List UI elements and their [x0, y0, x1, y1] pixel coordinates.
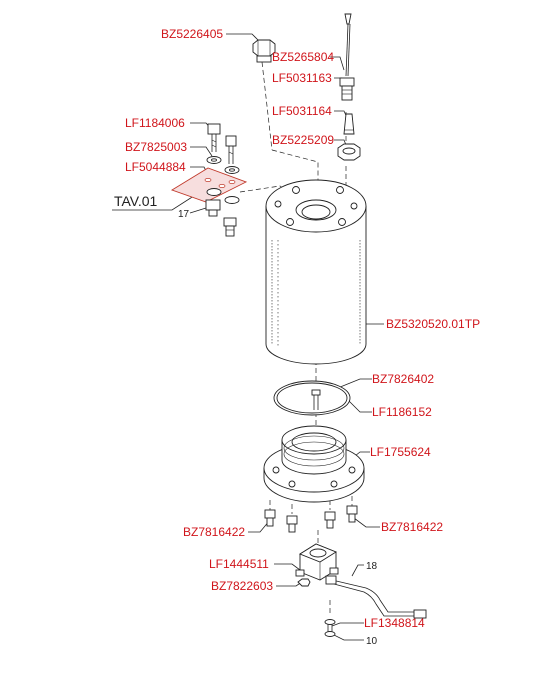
label-bz7825003: BZ7825003 — [125, 140, 187, 154]
cone-lf5031164 — [343, 113, 355, 135]
label-lf5031164: LF5031164 — [272, 104, 332, 118]
label-lf5031163: LF5031163 — [272, 71, 332, 85]
base-lf1755624 — [263, 425, 365, 503]
bolt-lf1184006 — [207, 123, 221, 152]
screw-lf1348814 — [324, 619, 336, 637]
block-lf1444511 — [295, 543, 339, 581]
plate-lf5044884 — [170, 167, 248, 203]
label-bz5265804: BZ5265804 — [272, 50, 334, 64]
label-ref-18: 18 — [366, 561, 378, 572]
label-bz7822603: BZ7822603 — [211, 579, 273, 593]
dipstick-bz5265804 — [344, 13, 352, 77]
label-bz7816422-right: BZ7816422 — [381, 520, 443, 534]
label-lf1348814: LF1348814 — [364, 616, 425, 630]
label-bz7826402: BZ7826402 — [372, 372, 434, 386]
label-lf5044884: LF5044884 — [125, 160, 186, 174]
cylinder-bz5320520 — [265, 179, 367, 365]
fitting-lf5031163 — [339, 77, 355, 101]
cap-bz5226405 — [252, 39, 276, 63]
label-ref-10: 10 — [366, 636, 378, 647]
label-ref-17: 17 — [178, 209, 190, 220]
label-lf1755624: LF1755624 — [370, 445, 431, 459]
label-bz5320520: BZ5320520.01TP — [386, 317, 480, 331]
washer-bz7825003 — [206, 156, 240, 174]
lower-fittings-left — [205, 188, 240, 237]
label-bz7816422-left: BZ7816422 — [183, 525, 245, 539]
oring-lf1186152 — [273, 380, 351, 416]
label-lf1184006: LF1184006 — [125, 116, 185, 130]
label-bz5225209: BZ5225209 — [272, 133, 334, 147]
capillary-tube — [325, 575, 427, 619]
bolt-right — [225, 135, 237, 164]
label-tav01: TAV.01 — [114, 193, 158, 209]
nut-bz7822603 — [297, 578, 311, 587]
screw-bz7826402 — [311, 389, 321, 410]
nut-bz5225209 — [337, 143, 361, 161]
part-labels: BZ5226405 BZ5265804 LF5031163 LF5031164 … — [114, 27, 480, 647]
label-lf1186152: LF1186152 — [372, 405, 432, 419]
label-lf1444511: LF1444511 — [209, 557, 269, 571]
label-bz5226405: BZ5226405 — [161, 27, 223, 41]
bolts-bz7816422 — [264, 505, 358, 533]
